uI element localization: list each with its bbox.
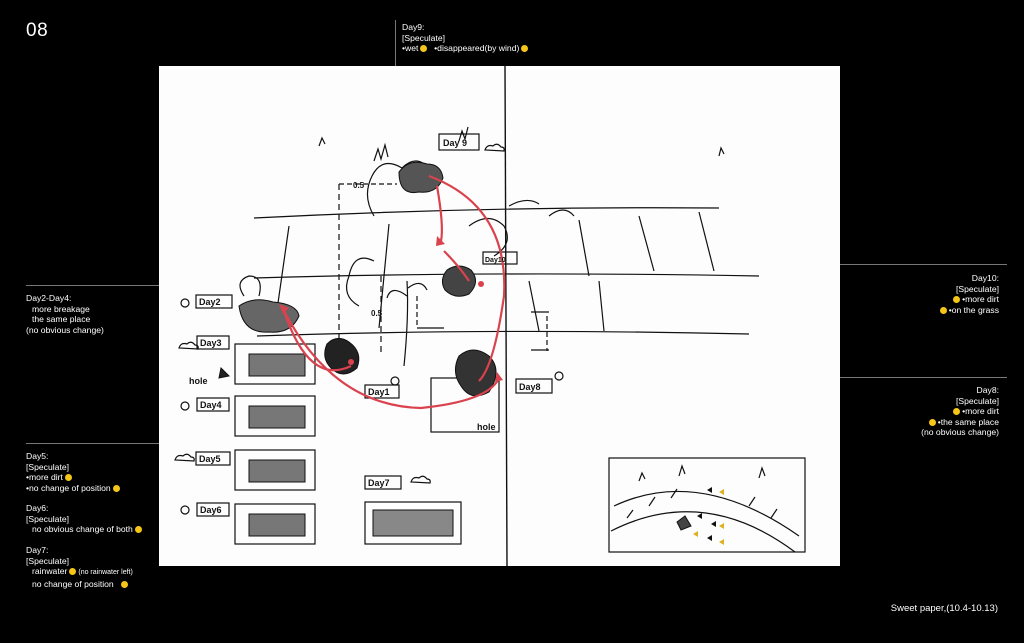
emoji-icon: [64, 474, 72, 482]
note-day7-line1: rainwater: [32, 566, 68, 577]
note-day7-title: Day7:: [26, 545, 49, 555]
emoji-icon: [120, 581, 128, 589]
sketch-label-day5: Day5: [199, 454, 221, 464]
emoji-icon: [420, 45, 428, 53]
note-day8-line3: (no obvious change): [921, 427, 999, 438]
sketch-label-distance-1: 0.5: [353, 181, 365, 190]
note-day9-speculate: [Speculate]: [402, 32, 445, 43]
note-day9-title: Day9:: [402, 22, 425, 32]
note-day6-speculate: [Speculate]: [26, 513, 69, 524]
sketch-label-day9: Day 9: [443, 138, 467, 148]
note-day7-line1-small: (no rainwater left): [78, 569, 133, 577]
note-day10: Day10: [Speculate] •more dirt •on the gr…: [938, 273, 999, 315]
note-day2-day4: Day2-Day4: more breakage the same place …: [26, 293, 104, 335]
sketch-paper: Day 9 Day10 Day2 Day3 Day4 Day5 Day6 Day…: [159, 66, 840, 566]
note-day6-line1: no obvious change of both: [32, 524, 133, 535]
sketch-label-day1: Day1: [368, 387, 390, 397]
note-day10-line2: •on the grass: [948, 304, 999, 315]
sketch-label-hole-left: hole: [189, 376, 208, 386]
emoji-icon: [521, 45, 529, 53]
note-day6-title: Day6:: [26, 503, 49, 513]
note-day7-line2: no change of position: [32, 578, 114, 589]
note-day8-speculate: [Speculate]: [956, 395, 999, 406]
note-day5-speculate: [Speculate]: [26, 461, 69, 472]
emoji-icon: [69, 568, 77, 576]
page-number: 08: [26, 20, 49, 41]
note-day8-line1: •more dirt: [962, 406, 999, 417]
sketch-label-day3: Day3: [200, 338, 222, 348]
sketch-label-day4: Day4: [200, 400, 222, 410]
note-day24-title: Day2-Day4:: [26, 293, 72, 303]
note-day24-line1: more breakage: [32, 303, 90, 314]
emoji-icon: [953, 296, 961, 304]
note-day9-wet: •wet: [402, 43, 419, 54]
emoji-icon: [134, 526, 142, 534]
emoji-icon: [928, 419, 936, 427]
emoji-icon: [939, 307, 947, 315]
sketch-label-day2: Day2: [199, 297, 221, 307]
note-day9: Day9: [Speculate] •wet •disappeared(by w…: [402, 22, 530, 54]
note-day5-line1: •more dirt: [26, 472, 63, 483]
note-day10-title: Day10:: [971, 273, 999, 283]
sketch-label-distance-2: 0.5: [371, 309, 383, 318]
sketch-label-hole-right: hole: [477, 422, 496, 432]
caption: Sweet paper,(10.4-10.13): [890, 603, 998, 614]
note-day10-line1: •more dirt: [962, 294, 999, 305]
note-day10-speculate: [Speculate]: [956, 283, 999, 294]
note-day7: Day7: [Speculate] rainwater (no rainwater…: [26, 545, 133, 589]
note-day8: Day8: [Speculate] •more dirt •the same p…: [921, 385, 999, 438]
sketch-label-day10: Day10: [485, 257, 506, 264]
note-day5-title: Day5:: [26, 451, 49, 461]
sketch-drawing: Day 9 Day10 Day2 Day3 Day4 Day5 Day6 Day…: [174, 66, 806, 566]
sketch-label-day8: Day8: [519, 382, 541, 392]
note-day24-line2: the same place: [32, 314, 91, 325]
sketch-label-day6: Day6: [200, 505, 222, 515]
sketch-label-day7: Day7: [368, 478, 390, 488]
note-day9-wind: •disappeared(by wind): [434, 43, 520, 54]
note-day8-title: Day8:: [976, 385, 999, 395]
emoji-icon: [112, 485, 120, 493]
note-day5-line2: •no change of position: [26, 482, 111, 493]
note-day7-speculate: [Speculate]: [26, 555, 69, 566]
note-day24-line3: (no obvious change): [26, 324, 104, 335]
leader-line-day24: [26, 285, 178, 286]
emoji-icon: [953, 408, 961, 416]
note-day6: Day6: [Speculate] no obvious change of b…: [26, 503, 144, 535]
note-day5: Day5: [Speculate] •more dirt •no change …: [26, 451, 122, 493]
note-day8-line2: •the same place: [937, 416, 999, 427]
leader-line-day5: [26, 443, 178, 444]
